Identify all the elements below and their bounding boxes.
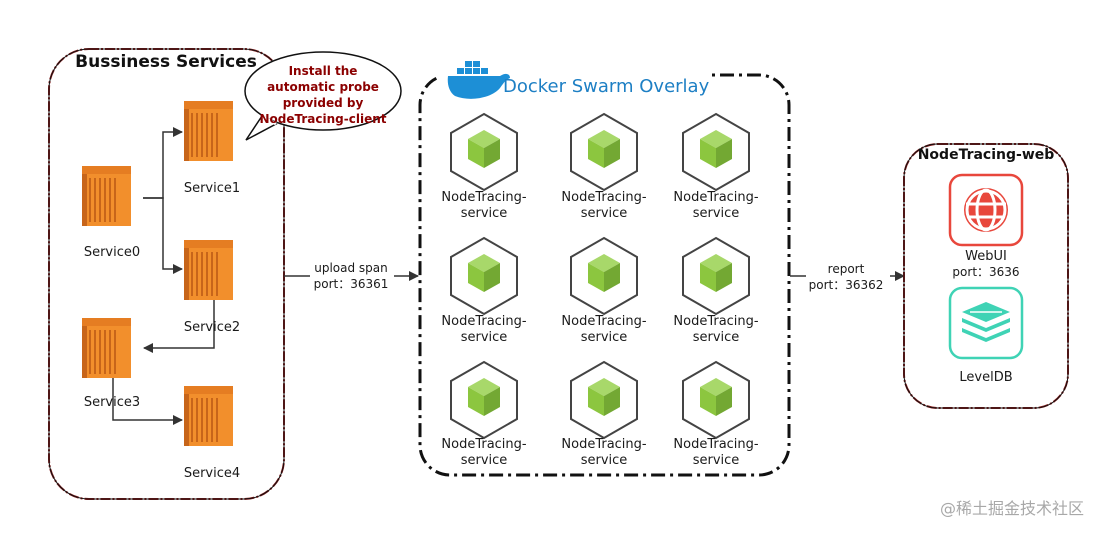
service1-icon [183, 100, 234, 162]
link-s0-s1 [143, 127, 183, 199]
probe-callout: Install the automatic probe provided by … [244, 51, 402, 141]
node-icon [570, 237, 638, 315]
node-label-line2: service [693, 206, 740, 221]
node-label-line1: NodeTracing- [561, 190, 647, 205]
leveldb-icon [948, 286, 1024, 360]
docker-swarm-title: Docker Swarm Overlay [503, 76, 710, 97]
business-services-group [48, 48, 285, 500]
service0-icon [81, 165, 132, 227]
link-s0-s2 [143, 197, 183, 274]
callout-line-1: Install the [289, 64, 358, 78]
watermark: @稀土掘金技术社区 [940, 499, 1084, 518]
node-label-line1: NodeTracing- [673, 190, 759, 205]
node-icon [570, 361, 638, 439]
service3-label: Service3 [84, 395, 140, 410]
upload-span-port: port：36361 [314, 277, 389, 291]
service3-icon [81, 317, 132, 379]
service1-label: Service1 [184, 181, 240, 196]
node-icon [682, 237, 750, 315]
nodetracing-web-title: NodeTracing-web [918, 147, 1055, 163]
node-label-line1: NodeTracing- [561, 314, 647, 329]
node-label-line1: NodeTracing- [673, 437, 759, 452]
service4-label: Service4 [184, 466, 240, 481]
node-icon [450, 361, 518, 439]
webui-icon [948, 173, 1024, 247]
node-label-line2: service [581, 453, 628, 468]
report-port: port：36362 [809, 278, 884, 292]
docker-whale-icon [447, 61, 510, 99]
webui-port: port：3636 [952, 265, 1019, 279]
upload-span-label: upload span [314, 261, 388, 275]
node-label-line2: service [461, 330, 508, 345]
service2-label: Service2 [184, 320, 240, 335]
node-label-line2: service [581, 206, 628, 221]
callout-line-2: automatic probe [267, 80, 379, 94]
node-label-line1: NodeTracing- [441, 314, 527, 329]
node-icon [682, 361, 750, 439]
report-label: report [828, 262, 865, 276]
node-label-line2: service [693, 330, 740, 345]
service2-icon [183, 239, 234, 301]
node-label-line1: NodeTracing- [441, 437, 527, 452]
node-label-line1: NodeTracing- [441, 190, 527, 205]
webui-label: WebUI [965, 249, 1007, 264]
leveldb-label: LevelDB [959, 370, 1012, 385]
link-s3-s4 [112, 372, 183, 425]
node-label-line2: service [461, 206, 508, 221]
node-label-line2: service [581, 330, 628, 345]
node-icon [570, 113, 638, 191]
node-icon [450, 113, 518, 191]
node-icon [450, 237, 518, 315]
node-label-line1: NodeTracing- [561, 437, 647, 452]
node-icon [682, 113, 750, 191]
callout-line-3: provided by [283, 96, 364, 110]
service0-label: Service0 [84, 245, 140, 260]
link-s2-s3 [143, 300, 215, 353]
node-label-line2: service [693, 453, 740, 468]
node-label-line2: service [461, 453, 508, 468]
business-services-title: Bussiness Services [75, 52, 257, 72]
service4-icon [183, 385, 234, 447]
node-label-line1: NodeTracing- [673, 314, 759, 329]
callout-line-4: NodeTracing-client [260, 112, 387, 126]
